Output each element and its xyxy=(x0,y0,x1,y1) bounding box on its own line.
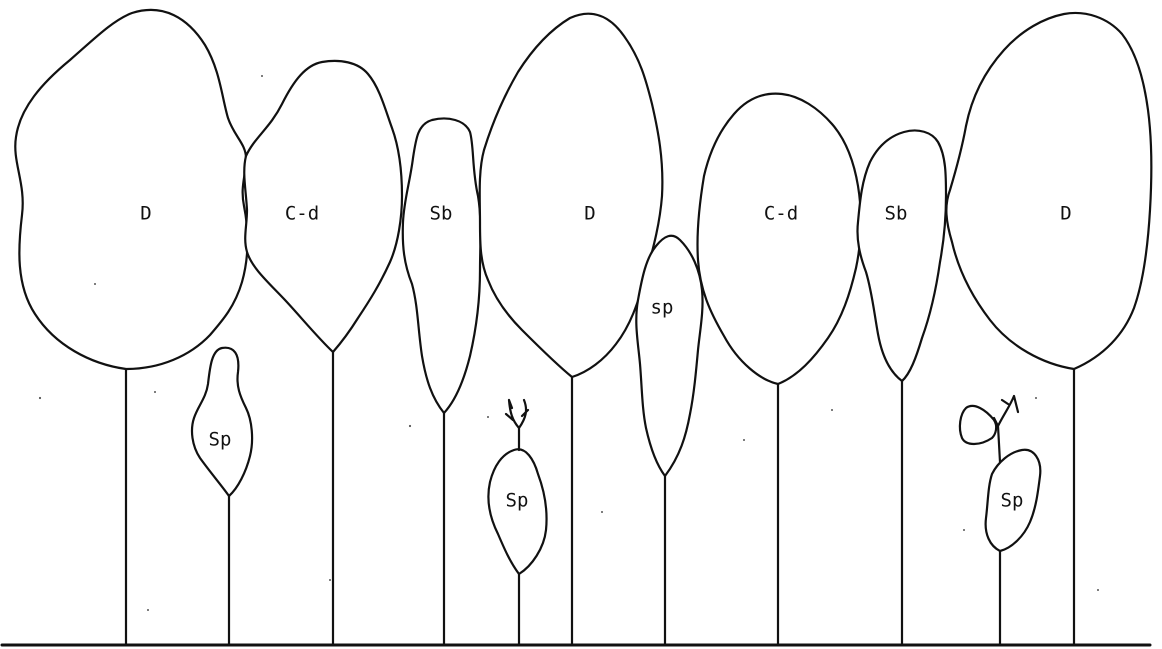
tree-suppressed-4: Sp xyxy=(960,396,1040,645)
tree-label: Sb xyxy=(885,203,908,225)
tree-label: Sp xyxy=(209,429,232,451)
tree-label: sp xyxy=(651,297,674,319)
tree-crown xyxy=(244,61,402,352)
tree-label: Sp xyxy=(1001,490,1024,512)
forked-leader xyxy=(506,400,528,450)
tree-crown xyxy=(15,10,247,369)
tree-dominant-1: D xyxy=(15,10,247,645)
tree-label: Sp xyxy=(506,490,529,512)
tree-crown xyxy=(488,449,546,574)
tree-crown xyxy=(480,14,663,377)
tree-subdominant-1: Sb xyxy=(403,119,481,646)
tree-label: C-d xyxy=(764,203,798,225)
tree-crown xyxy=(946,13,1151,369)
tree-codominant-1: C-d xyxy=(244,61,402,645)
tree-subdominant-2: Sb xyxy=(857,130,946,645)
tree-suppressed-3: sp xyxy=(636,236,702,645)
tree-label: D xyxy=(584,203,595,225)
tree-crown xyxy=(192,348,252,496)
tree-crown xyxy=(697,94,860,384)
tree-crown xyxy=(857,130,946,381)
tree-crown xyxy=(403,119,481,414)
tree-dominant-3: D xyxy=(946,13,1151,645)
tree-label: D xyxy=(140,203,151,225)
tree-suppressed-2: Sp xyxy=(488,400,546,645)
tree-label: Sb xyxy=(430,203,453,225)
tree-label: C-d xyxy=(285,203,319,225)
tree-suppressed-1: Sp xyxy=(192,348,252,645)
tree-codominant-2: C-d xyxy=(697,94,860,645)
side-leaf xyxy=(960,406,996,444)
tree-label: D xyxy=(1060,203,1071,225)
tree-crown xyxy=(636,236,702,476)
